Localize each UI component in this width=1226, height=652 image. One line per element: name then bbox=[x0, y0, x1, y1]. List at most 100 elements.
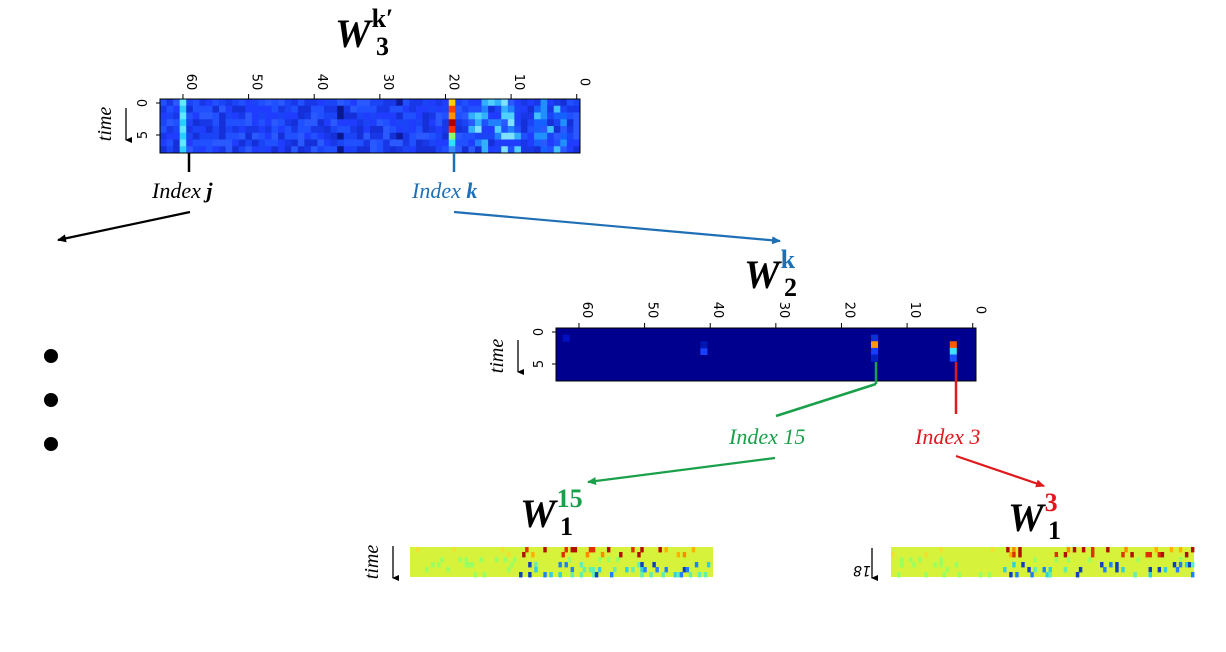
w3-cell bbox=[488, 119, 496, 127]
w1-cell bbox=[631, 547, 635, 553]
w3-cell bbox=[291, 132, 299, 140]
w3-cell bbox=[396, 112, 404, 120]
w3-cell bbox=[291, 99, 299, 107]
w3-cell bbox=[219, 112, 227, 120]
ellipsis-dot-3 bbox=[44, 437, 58, 451]
w3-cell bbox=[475, 105, 483, 113]
w3-cell bbox=[566, 105, 574, 113]
w3-cell bbox=[330, 119, 338, 127]
w3-cell bbox=[343, 132, 351, 140]
w3-cell bbox=[232, 146, 240, 154]
w3-cell bbox=[192, 119, 200, 127]
w3-cell bbox=[409, 105, 417, 113]
w1-left-subscript: 1 bbox=[560, 512, 573, 541]
w1-cell bbox=[558, 572, 562, 578]
w1-cell bbox=[1027, 567, 1031, 573]
w3-cell bbox=[396, 119, 404, 127]
w1-cell bbox=[585, 552, 590, 558]
w1-cell bbox=[464, 562, 468, 568]
w3-cell bbox=[468, 132, 476, 140]
w3-cell bbox=[435, 132, 443, 140]
w1-right-heatmap-group: 18 bbox=[853, 547, 1195, 581]
w3-cell bbox=[534, 112, 542, 120]
w3-cell bbox=[258, 126, 266, 134]
w1-cell bbox=[1121, 567, 1125, 573]
w3-cell bbox=[488, 139, 496, 147]
w1-cell bbox=[1184, 552, 1189, 558]
w2-subscript: 2 bbox=[784, 273, 797, 302]
w1-cell bbox=[679, 572, 684, 578]
w3-x-tick-label: 0 bbox=[577, 78, 592, 86]
w1-cell bbox=[1021, 562, 1025, 568]
w1-cell bbox=[1115, 562, 1119, 568]
w3-cell bbox=[534, 132, 542, 140]
w3-cell bbox=[527, 105, 535, 113]
w3-cell bbox=[310, 126, 318, 134]
w3-cell bbox=[291, 126, 299, 134]
w3-cell bbox=[271, 139, 279, 147]
w3-cell bbox=[475, 112, 483, 120]
w1-cell bbox=[1184, 562, 1189, 568]
w3-cell bbox=[225, 105, 233, 113]
w1-cell bbox=[1006, 547, 1010, 553]
w3-cell bbox=[461, 139, 469, 147]
w3-cell bbox=[192, 139, 200, 147]
w1-cell bbox=[431, 562, 435, 568]
w3-cell bbox=[461, 126, 469, 134]
w3-cell bbox=[422, 146, 430, 154]
w3-cell bbox=[330, 132, 338, 140]
w3-cell bbox=[160, 105, 168, 113]
w3-cell bbox=[330, 146, 338, 154]
w3-cell bbox=[199, 112, 207, 120]
w3-cell bbox=[514, 99, 522, 107]
w3-cell bbox=[186, 126, 194, 134]
w3-cell bbox=[245, 126, 253, 134]
w1-cell bbox=[567, 557, 571, 563]
w3-cell bbox=[435, 139, 443, 147]
w3-cell bbox=[547, 139, 555, 147]
w2-x-tick-label: 0 bbox=[973, 306, 988, 314]
w3-cell bbox=[448, 132, 456, 140]
w1-cell bbox=[682, 567, 687, 573]
w3-cell bbox=[350, 112, 358, 120]
w1-cell bbox=[543, 547, 547, 553]
w1-cell bbox=[655, 567, 659, 573]
w3-cell bbox=[363, 119, 371, 127]
w1-cell bbox=[588, 567, 593, 573]
w3-cell bbox=[330, 126, 338, 134]
w3-cell bbox=[160, 126, 168, 134]
w3-cell bbox=[520, 132, 528, 140]
w3-cell bbox=[527, 119, 535, 127]
w3-cell bbox=[409, 126, 417, 134]
w1-left-heatmap-group: time bbox=[361, 545, 713, 581]
w3-cell bbox=[448, 146, 456, 154]
w1-cell bbox=[494, 557, 499, 563]
w1-cell bbox=[891, 552, 895, 558]
w3-cell bbox=[507, 139, 515, 147]
w3-cell bbox=[488, 105, 496, 113]
index-k-arrow bbox=[453, 210, 781, 245]
ellipsis-dot-1 bbox=[44, 349, 58, 363]
w3-cell bbox=[219, 132, 227, 140]
w1-cell bbox=[691, 547, 696, 553]
w1-cell bbox=[570, 547, 575, 553]
index-j-var: j bbox=[206, 178, 213, 203]
w3-cell bbox=[448, 99, 456, 107]
w1-cell bbox=[640, 562, 644, 568]
w3-cell bbox=[219, 119, 227, 127]
w1-cell bbox=[1115, 567, 1119, 573]
w3-cell bbox=[494, 126, 502, 134]
w3-cell bbox=[212, 119, 220, 127]
w3-cell bbox=[442, 105, 450, 113]
w3-cell bbox=[238, 146, 246, 154]
w1-cell bbox=[1063, 567, 1068, 573]
w3-cell bbox=[383, 105, 391, 113]
w3-cell bbox=[507, 119, 515, 127]
w1-cell bbox=[616, 557, 620, 563]
w3-cell bbox=[566, 126, 574, 134]
w3-cell bbox=[343, 139, 351, 147]
w3-cell bbox=[271, 112, 279, 120]
w3-cell bbox=[278, 132, 286, 140]
